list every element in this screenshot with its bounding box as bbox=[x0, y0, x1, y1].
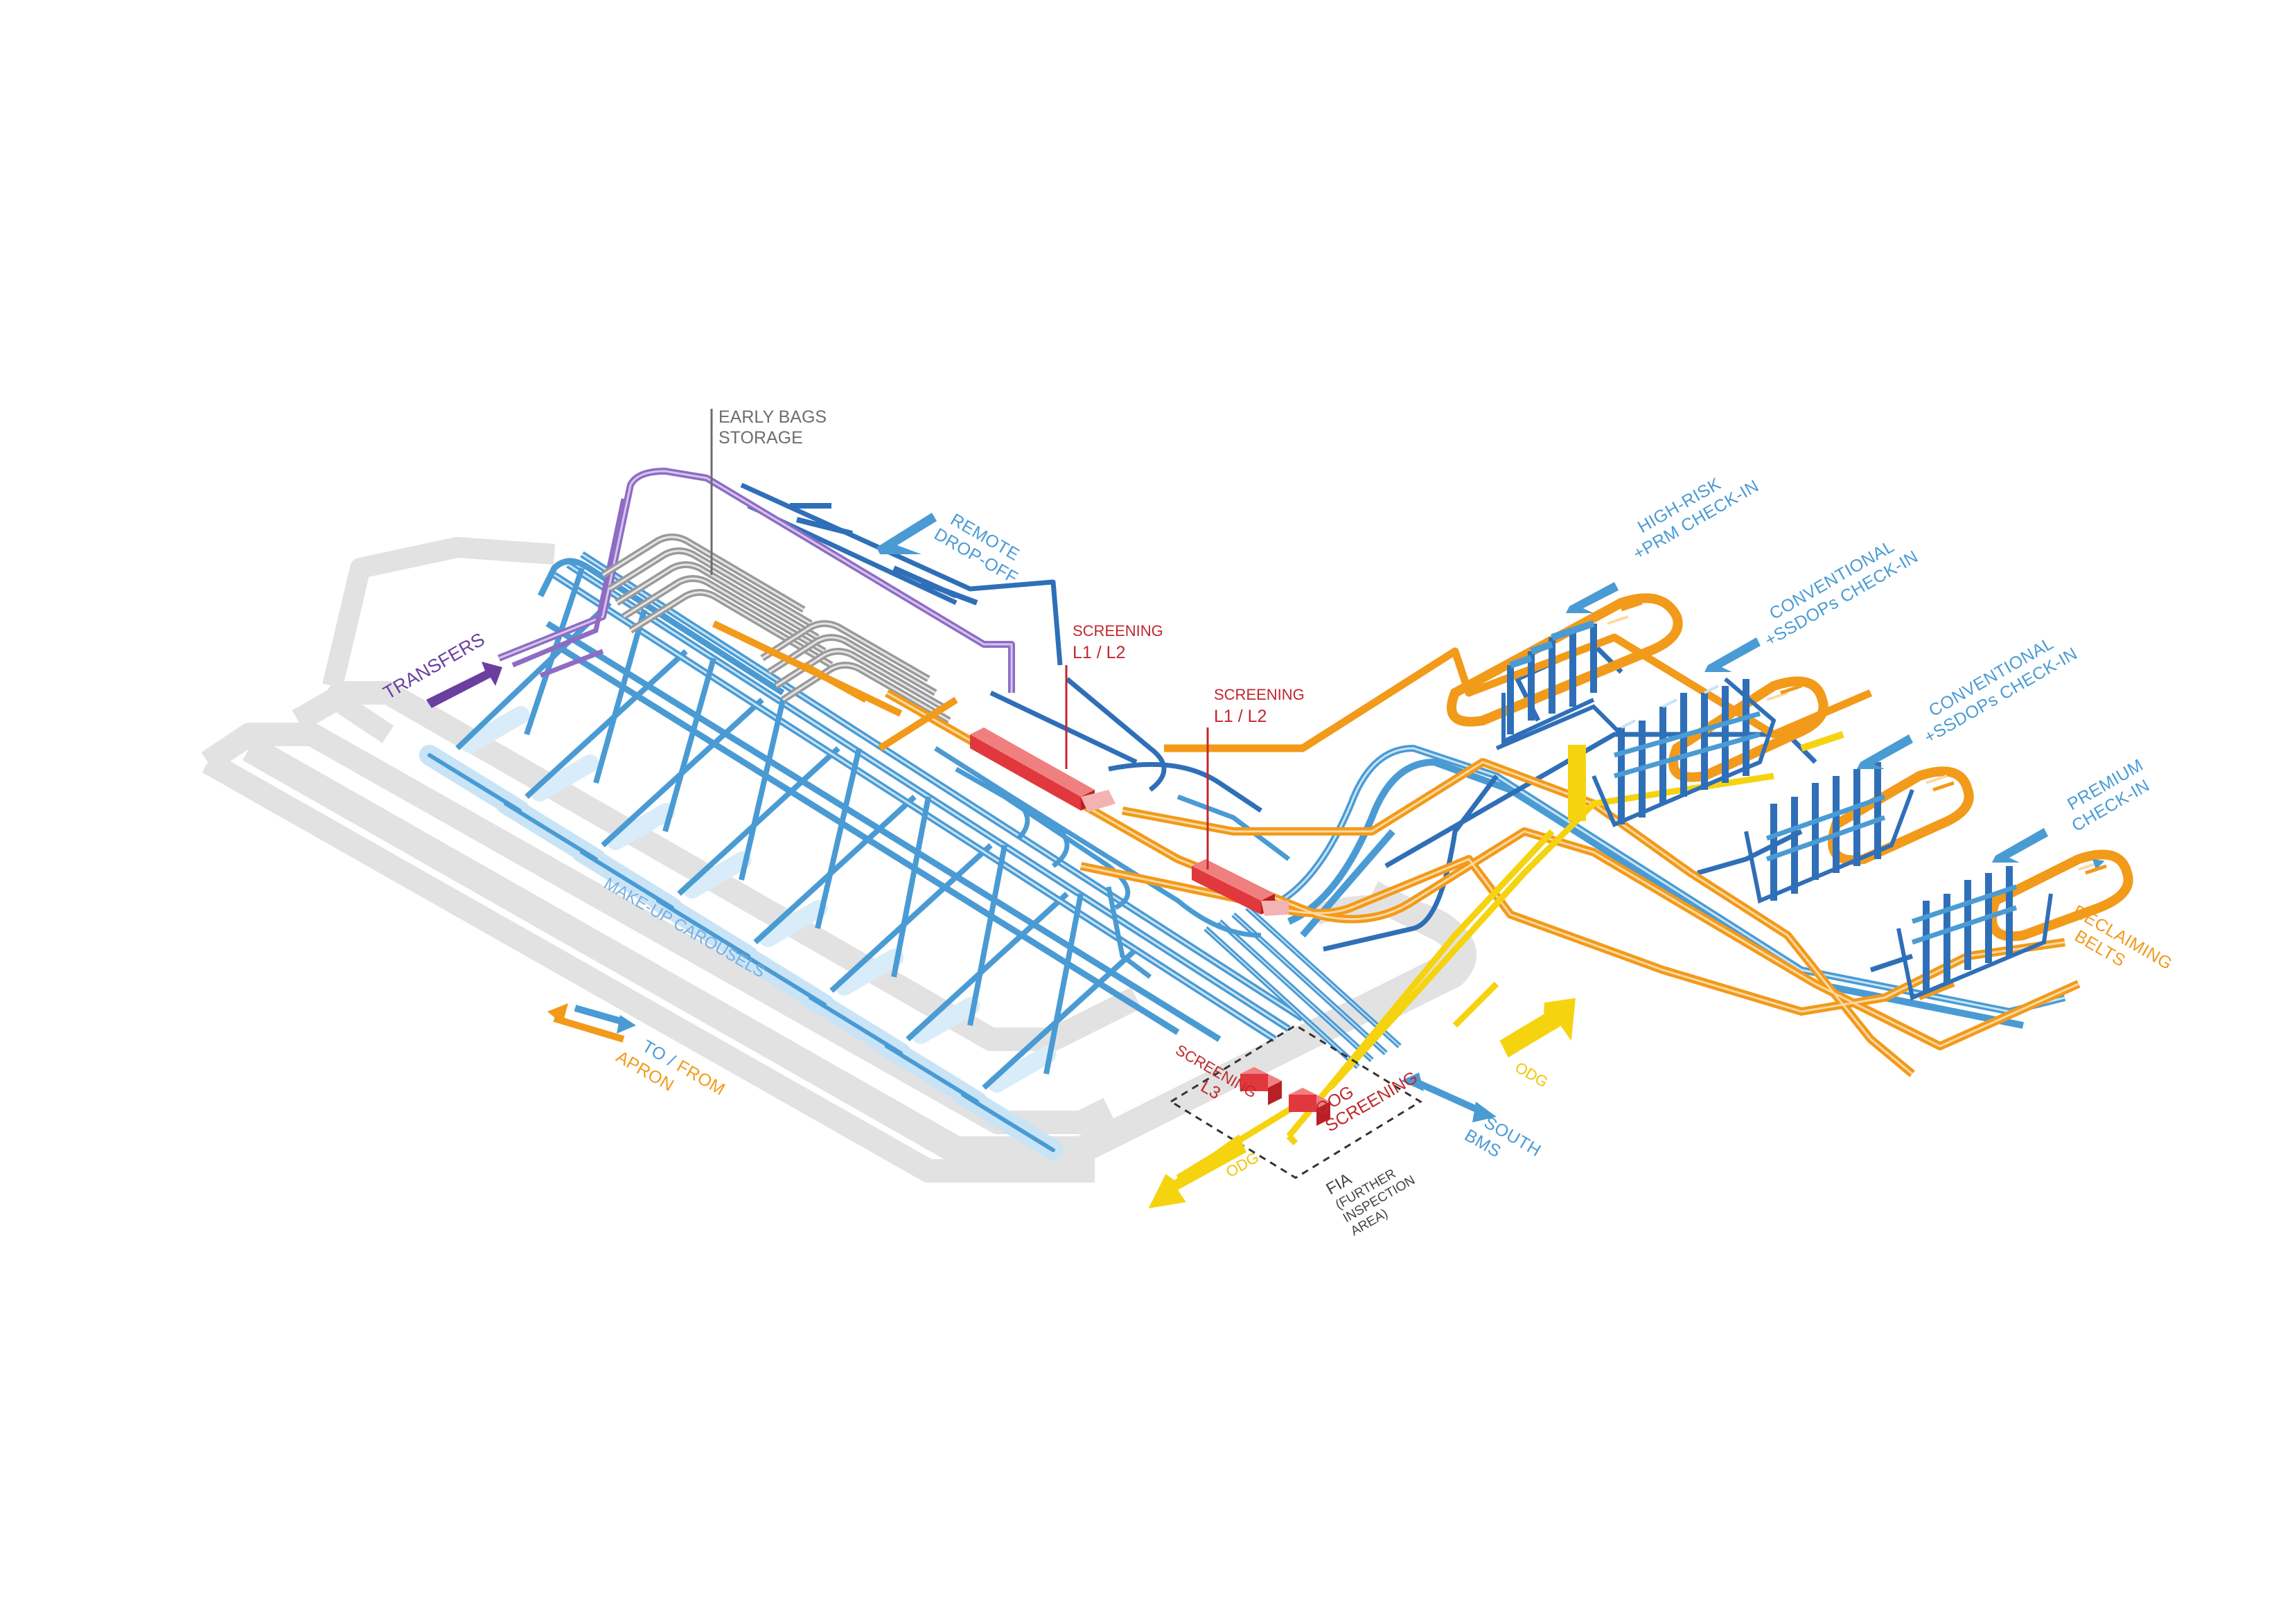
storage-block-1 bbox=[601, 533, 834, 669]
conventional-2-arrow bbox=[1857, 734, 1913, 769]
yellow-short-bar bbox=[1800, 731, 1844, 752]
reclaiming-label: RECLAIMING BELTS bbox=[2070, 901, 2176, 974]
odg-right-label: ODG bbox=[1513, 1059, 1551, 1091]
checkin-islands bbox=[1447, 593, 2133, 1001]
screening-1-label-1: SCREENING bbox=[1073, 622, 1163, 639]
high-risk-label: HIGH-RISK +PRM CHECK-IN bbox=[1630, 474, 1762, 564]
checkin-high-risk bbox=[1501, 620, 1597, 745]
remote-dropoff-arrow bbox=[876, 513, 937, 554]
reclaim-small-arrows bbox=[1621, 601, 2107, 875]
storage-block-2 bbox=[760, 620, 951, 724]
blue-remote-lines bbox=[790, 503, 978, 606]
carousel-6 bbox=[829, 843, 993, 996]
screening-1-label-2: L1 / L2 bbox=[1073, 643, 1125, 662]
oog-screening-label: OOG SCREENING bbox=[1312, 1068, 1421, 1136]
odg-right-arrow bbox=[1499, 998, 1576, 1058]
carousel-2 bbox=[524, 649, 688, 802]
screening-box-l3 bbox=[1240, 1067, 1282, 1105]
south-bms-arrow bbox=[1401, 1073, 1497, 1122]
orange-left-feed bbox=[712, 620, 958, 752]
carousel-4 bbox=[677, 746, 840, 899]
fia-dashed-area bbox=[1169, 1024, 1422, 1179]
conventional-2-label: CONVENTIONAL +SSDOPs CHECK-IN bbox=[1921, 633, 2081, 747]
screening-box-2 bbox=[1192, 859, 1289, 916]
blue-complex-knot bbox=[934, 746, 1291, 979]
early-bags-label-2: STORAGE bbox=[719, 428, 803, 448]
checkin-conventional-1 bbox=[1614, 679, 1761, 824]
transfers-arrow bbox=[426, 662, 502, 708]
yellow-odg-column bbox=[1568, 745, 1586, 821]
blue-trunk-top bbox=[537, 558, 1222, 1042]
fia-label: FIA (FURTHER INSPECTION AREA) bbox=[1323, 1167, 1418, 1239]
screening-boxes bbox=[970, 665, 1330, 1126]
screening-box-1 bbox=[970, 727, 1116, 812]
odg-left-arrow bbox=[1148, 1134, 1246, 1209]
orange-main-4 bbox=[1164, 633, 1873, 752]
early-bags-label-1: EARLY BAGS bbox=[719, 407, 827, 427]
apron-road-loop bbox=[201, 723, 1114, 1183]
carousel-5 bbox=[753, 795, 917, 947]
checkin-conventional-2 bbox=[1765, 762, 1886, 901]
blue-conveyor-network bbox=[524, 482, 2066, 1075]
high-risk-arrow bbox=[1566, 582, 1619, 613]
checkin-premium bbox=[1911, 866, 2018, 1000]
conventional-1-label: CONVENTIONAL +SSDOPs CHECK-IN bbox=[1761, 536, 1921, 650]
reclaim-belt-4 bbox=[1987, 849, 2133, 942]
purple-transfer-line bbox=[497, 468, 1015, 693]
premium-label: PREMIUM CHECK-IN bbox=[2064, 755, 2153, 836]
screening-box-oog bbox=[1289, 1088, 1330, 1126]
screening-2-label-2: L1 / L2 bbox=[1214, 707, 1267, 726]
apron-arrow bbox=[547, 1003, 636, 1043]
apron-road-top bbox=[319, 537, 556, 743]
early-bags-storage bbox=[601, 409, 951, 724]
carousel-7 bbox=[906, 892, 1069, 1044]
flow-arrows bbox=[426, 513, 2107, 1209]
yellow-odg-lines bbox=[1286, 773, 1774, 1146]
conventional-1-arrow bbox=[1704, 637, 1761, 672]
reclaim-belt-2 bbox=[1668, 676, 1828, 782]
premium-arrow bbox=[1992, 828, 2048, 863]
screening-2-label-1: SCREENING bbox=[1214, 686, 1305, 703]
blue-diagonals bbox=[524, 567, 1084, 1075]
transfers-label: TRANSFERS bbox=[380, 628, 488, 703]
checkin-feeder-loops bbox=[1495, 677, 2053, 1001]
reclaim-belt-1 bbox=[1447, 593, 1683, 727]
